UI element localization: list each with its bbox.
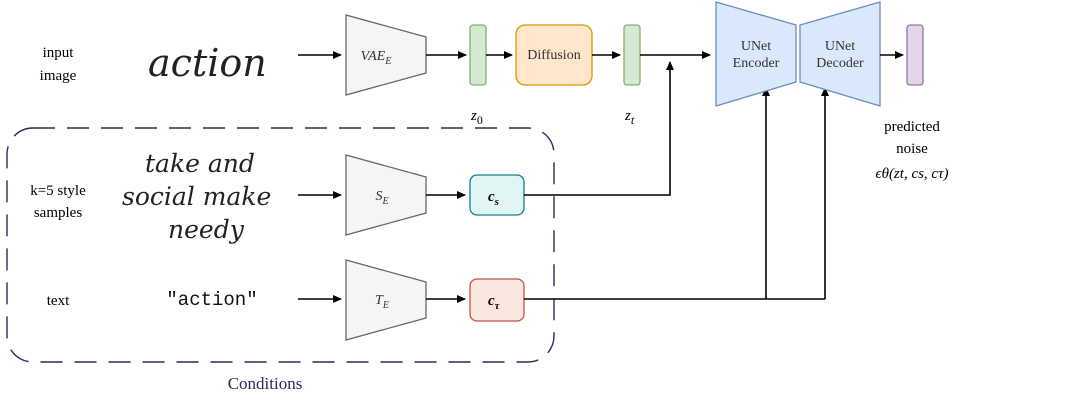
z0-latent-block	[469, 24, 487, 86]
vae-encoder-label: VAEE	[361, 49, 392, 67]
unet-encoder-label-line2: Encoder	[733, 56, 780, 71]
ct-block	[469, 278, 525, 322]
conditions-label: Conditions	[228, 374, 303, 393]
predicted-noise-label-line2: noise	[896, 141, 928, 157]
predicted-noise-formula: ϵθ(zt, cs, cτ)	[876, 166, 949, 182]
style-samples-label-line1: k=5 style	[30, 183, 86, 199]
style-encoder-block	[345, 154, 427, 236]
handwritten-input-word: action	[148, 41, 267, 85]
handwritten-style-line1: take and	[145, 149, 255, 178]
zt-label: zt	[624, 108, 635, 127]
text-label: text	[47, 293, 70, 309]
style-encoder-label: SE	[375, 189, 388, 207]
unet-encoder-block	[715, 1, 797, 107]
cs-label: cs	[488, 189, 499, 208]
handwritten-style-line2: social make	[122, 182, 271, 211]
arrow-cs-to-main	[524, 61, 674, 196]
zt-latent-block	[623, 24, 641, 86]
conditions-box	[6, 127, 555, 363]
vae-encoder-block	[345, 14, 427, 96]
unet-decoder-label-line2: Decoder	[816, 56, 864, 71]
text-encoder-label: TE	[375, 293, 389, 311]
ct-label: cτ	[488, 293, 501, 312]
input-image-label-line1: input	[43, 45, 75, 61]
input-image-label-line2: image	[40, 68, 77, 84]
unet-encoder-label-line1: UNet	[741, 39, 771, 54]
unet-decoder-block	[799, 1, 881, 107]
text-prompt: "action"	[166, 289, 257, 311]
style-samples-label-line2: samples	[34, 205, 82, 221]
unet-decoder-label-line1: UNet	[825, 39, 855, 54]
cs-block	[469, 174, 525, 216]
predicted-noise-label-line1: predicted	[884, 119, 940, 135]
handwritten-style-line3: needy	[168, 215, 245, 244]
predicted-noise-block	[906, 24, 924, 86]
diffusion-label: Diffusion	[527, 48, 580, 63]
z0-label: z0	[470, 108, 483, 127]
text-encoder-block	[345, 259, 427, 341]
